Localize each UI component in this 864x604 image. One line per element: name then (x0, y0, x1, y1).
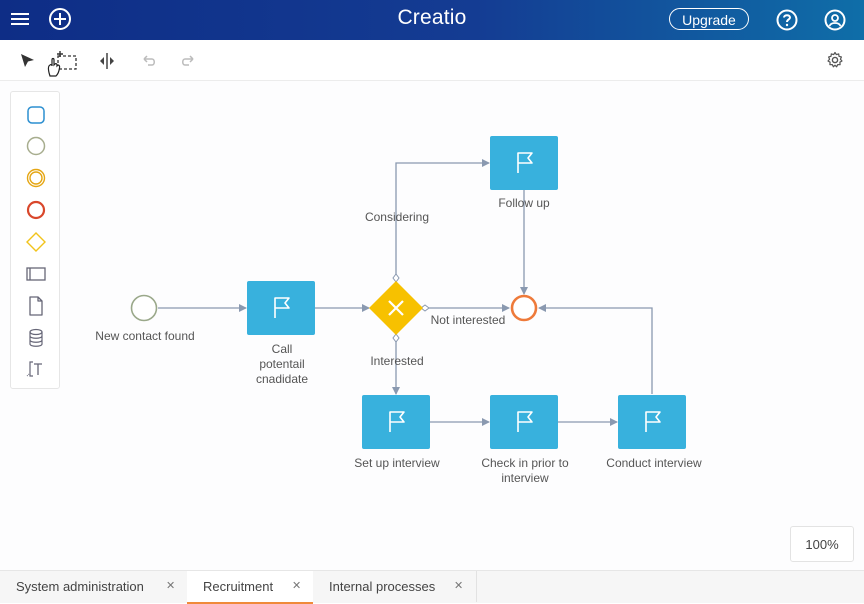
close-icon[interactable]: ✕ (292, 580, 302, 592)
question-icon[interactable] (776, 9, 798, 31)
gear-icon[interactable] (826, 51, 844, 69)
space-tool-icon[interactable] (98, 52, 116, 70)
task-set-up-interview-label: Set up interview (354, 456, 440, 470)
pointer-icon[interactable] (19, 52, 37, 70)
diagram-toolbar (0, 40, 864, 81)
element-palette (10, 91, 60, 389)
top-bar: Creatio Upgrade (0, 0, 864, 40)
lasso-select-icon[interactable] (44, 50, 80, 78)
edge-label-considering: Considering (364, 210, 430, 224)
flag-icon (274, 297, 290, 318)
flag-icon (517, 152, 533, 173)
start-event[interactable] (130, 294, 158, 322)
edge-label-not-interested: Not interested (430, 313, 506, 327)
tab-recruitment[interactable]: Recruitment ✕ (187, 571, 313, 604)
gateway-icon[interactable] (25, 231, 47, 253)
flow-considering (396, 163, 489, 278)
user-icon[interactable] (824, 9, 846, 31)
task-check-in-label: Check in prior to interview (481, 456, 569, 485)
edge-label-interested: Interested (370, 354, 424, 368)
tab-label: System administration (16, 579, 144, 594)
zoom-level[interactable]: 100% (790, 526, 854, 562)
flag-icon (389, 411, 405, 432)
close-icon[interactable]: ✕ (166, 580, 176, 592)
task-follow-up-label: Follow up (498, 196, 550, 210)
start-event-label: New contact found (95, 329, 195, 343)
data-object-icon[interactable] (25, 295, 47, 317)
intermediate-event-icon[interactable] (25, 167, 47, 189)
brand-logo: Creatio (397, 6, 467, 29)
flow-conduct-to-end (538, 304, 653, 394)
lane-icon[interactable] (25, 263, 47, 285)
end-event-icon[interactable] (25, 199, 47, 221)
task-call-label: Call potentail cnadidate (255, 342, 309, 386)
upgrade-button[interactable]: Upgrade (669, 8, 749, 30)
start-event-icon[interactable] (25, 135, 47, 157)
annotation-icon[interactable] (25, 358, 47, 380)
undo-icon[interactable] (140, 52, 158, 70)
exclusive-gateway[interactable] (369, 281, 423, 335)
task-conduct-interview-label: Conduct interview (606, 456, 702, 470)
plus-circle-icon[interactable] (48, 7, 72, 31)
close-icon[interactable]: ✕ (454, 580, 464, 592)
hamburger-icon[interactable] (11, 10, 29, 28)
flag-icon (645, 411, 661, 432)
redo-icon[interactable] (179, 52, 197, 70)
tab-label: Recruitment (203, 579, 274, 594)
tab-internal-processes[interactable]: Internal processes ✕ (314, 571, 477, 602)
data-store-icon[interactable] (25, 327, 47, 349)
tab-label: Internal processes (329, 579, 436, 594)
end-event[interactable] (510, 294, 538, 322)
flag-icon (517, 411, 533, 432)
tab-system-administration[interactable]: System administration ✕ (0, 571, 186, 602)
task-icon[interactable] (25, 104, 47, 126)
process-tab-bar: System administration ✕ Recruitment ✕ In… (0, 570, 864, 604)
process-diagram (130, 136, 686, 449)
